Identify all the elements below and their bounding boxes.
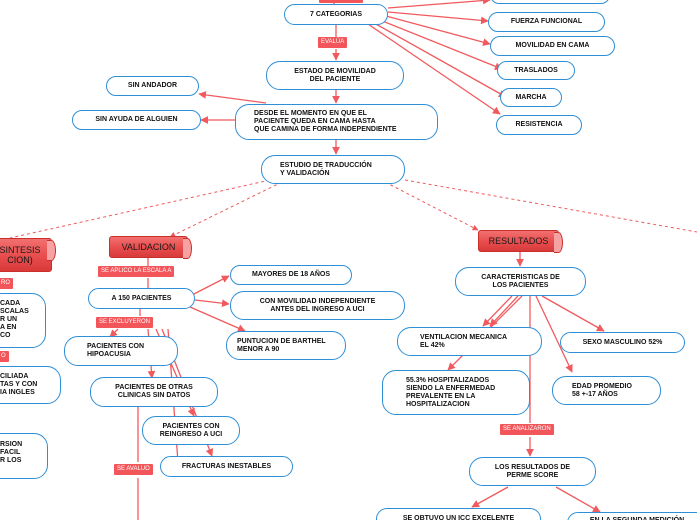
node-hipoacusia[interactable]: PACIENTES CON HIPOACUSIA <box>64 336 178 366</box>
fragment-2: CILIADA TAS Y CON IA INGLES <box>0 373 38 396</box>
connector <box>471 486 509 508</box>
connector <box>191 275 230 296</box>
dashed-connector <box>404 179 697 233</box>
node-left-partial-2[interactable] <box>0 366 61 404</box>
fragment-3: RSION FACIL R LOS <box>0 441 23 464</box>
node-barthel[interactable]: PUNTUCION DE BARTHEL MENOR A 90 <box>226 331 346 360</box>
node-estado-movilidad[interactable]: ESTADO DE MOVILIDAD DEL PACIENTE <box>266 61 404 90</box>
node-fuerza-funcional[interactable]: FUERZA FUNCIONAL <box>488 12 605 32</box>
node-icc-excelente[interactable]: SE OBTUVO UN ICC EXCELENTE <box>376 508 541 520</box>
node-resistencia[interactable]: RESISTENCIA <box>496 115 582 135</box>
dashed-connector <box>9 179 271 239</box>
dashed-connector <box>169 181 283 238</box>
fragment-1: CADA SCALAS R UN A EN CO <box>0 300 29 339</box>
node-estudio[interactable]: ESTUDIO DE TRADUCCIÓN Y VALIDACIÓN <box>261 155 405 184</box>
node-sin-ayuda[interactable]: SIN AYUDA DE ALGUIEN <box>72 110 201 130</box>
label-left-1: RO <box>0 278 13 289</box>
main-topic-sintesis[interactable]: SINTESIS CION) <box>0 238 56 272</box>
connector <box>387 0 491 9</box>
node-caracteristicas[interactable]: CARACTERISTICAS DE LOS PACIENTES <box>455 267 586 296</box>
node-otras-clinicas[interactable]: PACIENTES DE OTRAS CLINICAS SIN DATOS <box>90 377 218 407</box>
connector <box>541 295 605 332</box>
connector <box>385 15 491 46</box>
node-ventilacion[interactable]: VENTILACION MECANICA EL 42% <box>397 327 542 356</box>
label-excluyeron: SE EXCLUYERON <box>96 317 154 328</box>
connector <box>198 91 267 104</box>
node-left-partial-1[interactable] <box>0 293 46 348</box>
connector <box>482 295 513 327</box>
node-left-partial-3[interactable] <box>0 433 48 479</box>
connector <box>535 295 573 373</box>
node-movilidad-cama[interactable]: MOVILIDAD EN CAMA <box>490 36 615 56</box>
node-a150-pacientes[interactable]: A 150 PACIENTES <box>88 288 195 309</box>
connector <box>555 486 601 513</box>
node-resultados-perme[interactable]: LOS RESULTADOS DE PERME SCORE <box>469 457 596 486</box>
connector <box>109 328 119 338</box>
label-aplico: SE APLICO LA ESCALA A <box>98 266 175 277</box>
connector <box>387 11 489 25</box>
top-partial-label <box>319 0 363 3</box>
main-topic-resultados[interactable]: RESULTADOS <box>478 230 563 253</box>
label-left-2: O <box>0 351 9 362</box>
node-top-partial[interactable] <box>490 0 610 4</box>
label-analizaron: SE ANALIZARON <box>500 424 554 435</box>
node-7-categorias[interactable]: 7 CATEGORIAS <box>284 4 388 25</box>
connector <box>367 23 501 115</box>
connector <box>373 22 507 98</box>
connector <box>189 306 246 332</box>
node-desde-momento[interactable]: DESDE EL MOMENTO EN QUE EL PACIENTE QUED… <box>235 104 438 140</box>
node-edad-promedio[interactable]: EDAD PROMEDIO 58 +-17 AÑOS <box>552 376 661 405</box>
node-con-movilidad[interactable]: CON MOVILIDAD INDEPENDIENTE ANTES DEL IN… <box>230 291 405 320</box>
node-reingreso[interactable]: PACIENTES CON REINGRESO A UCI <box>142 416 240 445</box>
label-avaluo: SE AVALUO <box>114 464 153 475</box>
connector <box>194 299 230 308</box>
node-hospitalizados[interactable]: 55.3% HOSPITALIZADOS SIENDO LA ENFERMEDA… <box>382 370 530 415</box>
node-traslados[interactable]: TRASLADOS <box>497 61 575 80</box>
node-sin-andador[interactable]: SIN ANDADOR <box>106 76 199 96</box>
node-fracturas[interactable]: FRACTURAS INESTABLES <box>160 456 293 477</box>
connector <box>379 19 503 71</box>
node-segunda-medicion[interactable]: EN LA SEGUNDA MEDICIÓN <box>567 512 697 520</box>
dashed-connector <box>384 181 479 231</box>
main-topic-validacion[interactable]: VALIDACION <box>109 236 192 259</box>
label-evalua: EVALÚA <box>318 37 348 48</box>
node-marcha[interactable]: MARCHA <box>500 88 562 107</box>
node-mayores-18[interactable]: MAYORES DE 18 AÑOS <box>230 265 352 285</box>
node-sexo-masculino[interactable]: SEXO MASCULINO 52% <box>560 332 685 353</box>
connector <box>489 295 519 327</box>
